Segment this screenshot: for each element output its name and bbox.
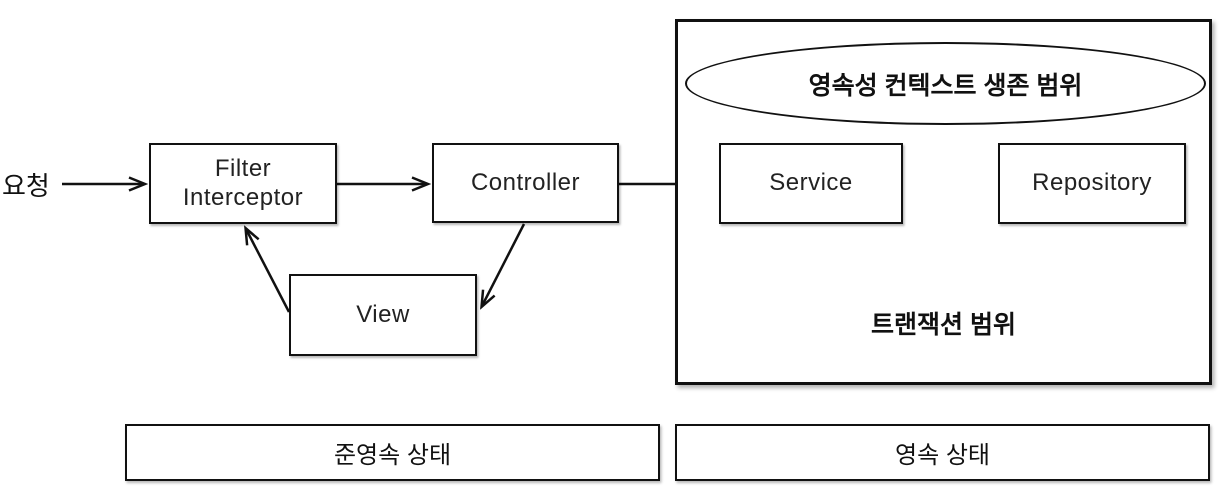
filter-label-line2: Interceptor	[182, 183, 304, 211]
detached-state-box: 준영속 상태	[125, 424, 660, 481]
controller-box: Controller	[432, 143, 619, 223]
persistence-context-ellipse: 영속성 컨텍스트 생존 범위	[685, 42, 1206, 125]
persistent-state-box: 영속 상태	[675, 424, 1210, 481]
persistence-context-label: 영속성 컨텍스트 생존 범위	[808, 71, 1083, 100]
repository-box: Repository	[998, 143, 1186, 224]
view-box: View	[289, 274, 477, 356]
persistent-state-label: 영속 상태	[895, 442, 990, 469]
arrow-controller-to-view	[482, 223, 526, 306]
controller-label: Controller	[470, 168, 581, 196]
detached-state-label: 준영속 상태	[333, 442, 452, 469]
view-label: View	[356, 300, 410, 328]
service-label: Service	[769, 169, 853, 197]
transaction-scope-label: 트랜잭션 범위	[871, 311, 1016, 339]
filter-interceptor-box: Filter Interceptor	[149, 143, 337, 224]
service-box: Service	[719, 143, 903, 224]
filter-label-line1: Filter	[214, 155, 272, 183]
arrow-view-to-filter	[246, 229, 291, 313]
request-label: 요청	[2, 170, 50, 201]
repository-label: Repository	[1032, 169, 1152, 197]
